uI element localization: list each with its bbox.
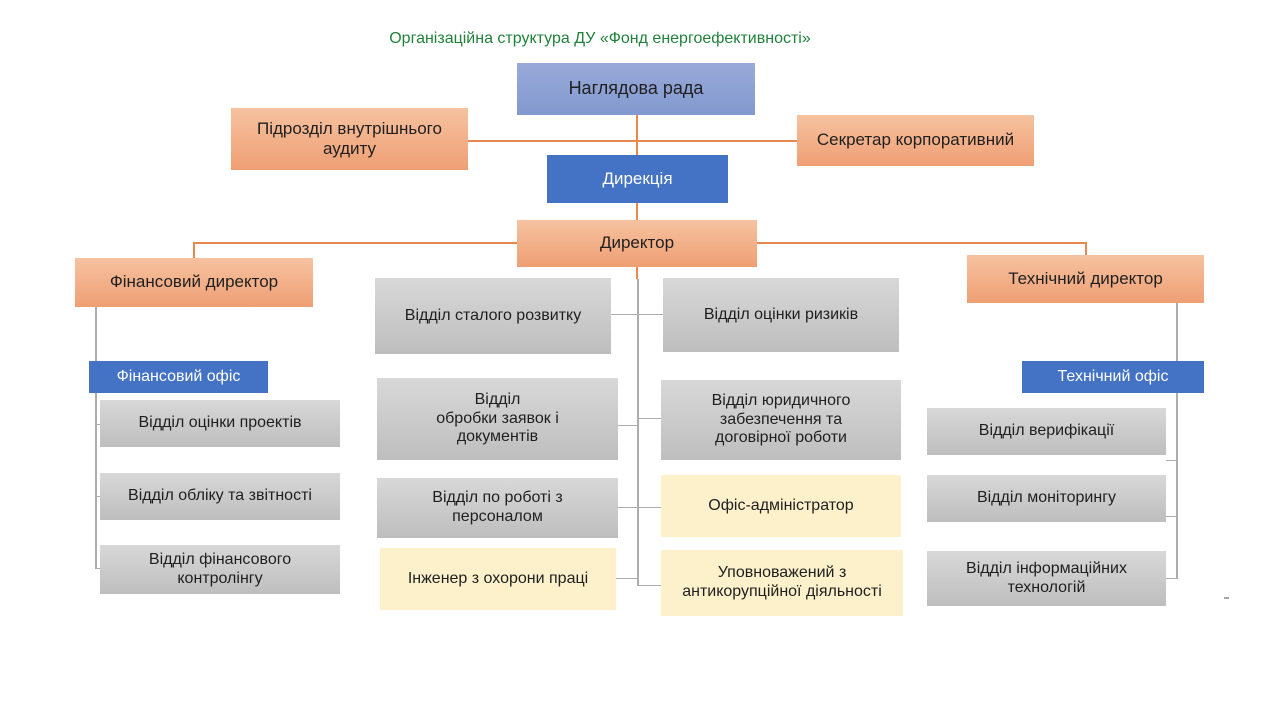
connector-stub-project-evaluation	[95, 424, 101, 425]
node-label: Відділ сталого розвитку	[404, 306, 582, 324]
node-monitoring: Відділ моніторингу	[927, 475, 1166, 522]
node-label: Відділ юридичного забезпечення та догові…	[711, 391, 851, 447]
node-label: Дирекція	[602, 168, 673, 188]
connector-stub-monitoring	[1166, 516, 1177, 517]
node-label: Відділ фінансового контролінгу	[148, 550, 292, 587]
connector-directorate-director	[636, 203, 638, 220]
node-label: Уповноважений з антикорупційної діяльнос…	[682, 564, 882, 600]
connector-central-vertical	[637, 279, 639, 586]
node-it-department: Відділ інформаційних технологій	[927, 551, 1166, 606]
node-directorate: Дирекція	[547, 155, 728, 203]
node-applications-processing: Відділ обробки заявок і документів	[377, 378, 618, 460]
node-internal-audit: Підрозділ внутрішнього аудиту	[231, 108, 468, 170]
node-label: Відділ інформаційних технологій	[966, 559, 1127, 596]
node-accounting-reporting: Відділ обліку та звітності	[100, 473, 340, 520]
node-anticorruption-officer: Уповноважений з антикорупційної діяльнос…	[661, 550, 903, 616]
node-label: Наглядова рада	[568, 78, 704, 99]
node-corporate-secretary: Секретар корпоративний	[797, 115, 1034, 166]
node-label: Відділ обробки заявок і документів	[436, 390, 559, 446]
connector-stub-it	[1166, 578, 1177, 579]
node-financial-controlling: Відділ фінансового контролінгу	[100, 545, 340, 594]
stray-mark	[1224, 597, 1229, 599]
connector-elbow-financial-director	[193, 242, 195, 258]
node-label: Технічний офіс	[1057, 367, 1169, 385]
node-label: Офіс-адміністратор	[708, 496, 854, 514]
node-director: Директор	[517, 220, 757, 267]
connector-financial-vertical	[95, 307, 97, 569]
node-label: Інженер з охорони праці	[407, 569, 589, 587]
connector-elbow-technical-director	[1085, 242, 1087, 255]
node-financial-office: Фінансовий офіс	[89, 361, 268, 393]
node-supervisory-board: Наглядова рада	[517, 63, 755, 115]
node-technical-director: Технічний директор	[967, 255, 1204, 303]
node-legal-support: Відділ юридичного забезпечення та догові…	[661, 380, 901, 460]
connector-stub-sustainable-risk	[611, 314, 663, 315]
connector-stub-verification	[1166, 460, 1177, 461]
connector-technical-vertical	[1176, 303, 1178, 579]
connector-audit-secretary	[468, 140, 797, 142]
connector-stub-applications	[618, 425, 638, 426]
node-labor-safety-engineer: Інженер з охорони праці	[380, 548, 616, 610]
connector-board-directorate	[636, 115, 638, 155]
node-label: Відділ оцінки ризиків	[703, 305, 859, 323]
node-financial-director: Фінансовий директор	[75, 258, 313, 307]
connector-stub-controlling	[95, 568, 101, 569]
connector-director-stub	[636, 267, 638, 279]
connector-stub-anticorruption	[638, 585, 662, 586]
node-label: Відділ по роботі з персоналом	[432, 489, 563, 525]
diagram-title: Організаційна структура ДУ «Фонд енергое…	[389, 30, 811, 47]
node-label: Відділ верифікації	[978, 422, 1115, 440]
node-hr-department: Відділ по роботі з персоналом	[377, 478, 618, 538]
node-label: Відділ моніторингу	[976, 489, 1117, 507]
node-sustainable-development: Відділ сталого розвитку	[375, 278, 611, 354]
node-label: Фінансовий директор	[109, 272, 279, 292]
node-label: Фінансовий офіс	[116, 367, 241, 385]
node-project-evaluation: Відділ оцінки проектів	[100, 400, 340, 447]
node-label: Технічний директор	[1008, 268, 1163, 288]
connector-stub-hr-office-admin	[618, 507, 662, 508]
node-risk-assessment: Відділ оцінки ризиків	[663, 278, 899, 352]
node-technical-office: Технічний офіс	[1022, 361, 1204, 393]
node-verification: Відділ верифікації	[927, 408, 1166, 455]
node-label: Відділ оцінки проектів	[138, 414, 302, 432]
node-label: Директор	[599, 233, 675, 253]
node-label: Секретар корпоративний	[816, 130, 1015, 150]
node-label: Відділ обліку та звітності	[128, 487, 312, 505]
connector-stub-labor-safety	[616, 578, 638, 579]
node-label: Підрозділ внутрішнього аудиту	[257, 118, 442, 158]
node-office-administrator: Офіс-адміністратор	[661, 475, 901, 537]
connector-stub-accounting	[95, 496, 101, 497]
connector-stub-legal	[638, 418, 662, 419]
